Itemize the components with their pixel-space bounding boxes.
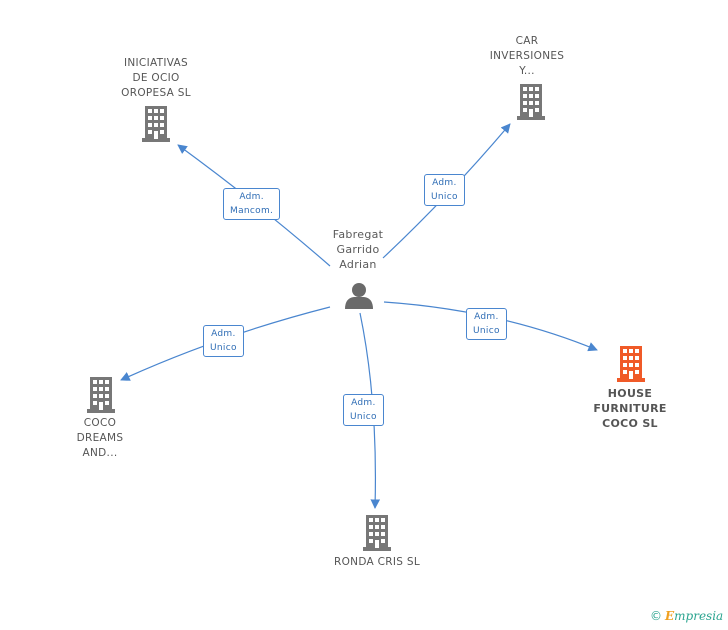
- building-icon-house[interactable]: [617, 346, 645, 382]
- edge-label-iniciativas[interactable]: Adm. Mancom.: [223, 188, 281, 220]
- iniciativas-line-3: OROPESA SL: [121, 87, 191, 99]
- node-label-car[interactable]: CAR INVERSIONES Y...: [477, 34, 577, 79]
- car-line-3: Y...: [519, 65, 535, 77]
- edge-label-ronda-line-1: Adm.: [351, 398, 376, 408]
- car-line-2: INVERSIONES: [489, 50, 565, 62]
- building-icon-coco[interactable]: [87, 377, 115, 413]
- node-label-iniciativas[interactable]: INICIATIVAS DE OCIO OROPESA SL: [106, 56, 206, 101]
- node-label-ronda[interactable]: RONDA CRIS SL: [317, 555, 437, 570]
- footer-brand: ©Empresia: [650, 609, 723, 623]
- edge-label-house[interactable]: Adm. Unico: [466, 308, 507, 340]
- person-name-line-3: Adrian: [339, 258, 377, 271]
- building-icon-iniciativas[interactable]: [142, 106, 170, 142]
- edge-label-house-line-1: Adm.: [474, 312, 499, 322]
- building-icon-car[interactable]: [517, 84, 545, 120]
- coco-line-3: AND...: [82, 447, 118, 459]
- edge-label-ronda-line-2: Unico: [350, 412, 377, 422]
- brand-name: mpresia: [674, 609, 724, 623]
- brand-initial: E: [665, 609, 675, 623]
- ronda-line-1: RONDA CRIS SL: [334, 556, 420, 568]
- edge-label-coco[interactable]: Adm. Unico: [203, 325, 244, 357]
- house-line-3: COCO SL: [602, 417, 658, 430]
- edge-label-car[interactable]: Adm. Unico: [424, 174, 465, 206]
- iniciativas-line-1: INICIATIVAS: [123, 57, 188, 69]
- edge-label-coco-line-2: Unico: [210, 343, 237, 353]
- edge-label-car-line-2: Unico: [431, 192, 458, 202]
- node-label-coco[interactable]: COCO DREAMS AND...: [60, 416, 140, 461]
- edge-label-house-line-2: Unico: [473, 326, 500, 336]
- coco-line-1: COCO: [83, 417, 117, 429]
- edge-label-iniciativas-line-1: Adm.: [239, 192, 264, 202]
- edge-label-iniciativas-line-2: Mancom.: [230, 206, 274, 216]
- copyright-symbol: ©: [650, 609, 662, 623]
- person-name-line-2: Garrido: [336, 243, 380, 256]
- building-icon-ronda[interactable]: [363, 515, 391, 551]
- iniciativas-line-2: DE OCIO: [132, 72, 180, 84]
- house-line-2: FURNITURE: [593, 402, 667, 415]
- edge-label-car-line-1: Adm.: [432, 178, 457, 188]
- edge-label-ronda[interactable]: Adm. Unico: [343, 394, 384, 426]
- edge-label-coco-line-1: Adm.: [211, 329, 236, 339]
- house-line-1: HOUSE: [607, 387, 653, 400]
- node-label-house[interactable]: HOUSE FURNITURE COCO SL: [580, 386, 680, 431]
- person-name-line-1: Fabregat: [332, 228, 384, 241]
- coco-line-2: DREAMS: [76, 432, 124, 444]
- node-label-person[interactable]: Fabregat Garrido Adrian: [318, 227, 398, 272]
- person-icon[interactable]: [345, 283, 373, 309]
- car-line-1: CAR: [515, 35, 539, 47]
